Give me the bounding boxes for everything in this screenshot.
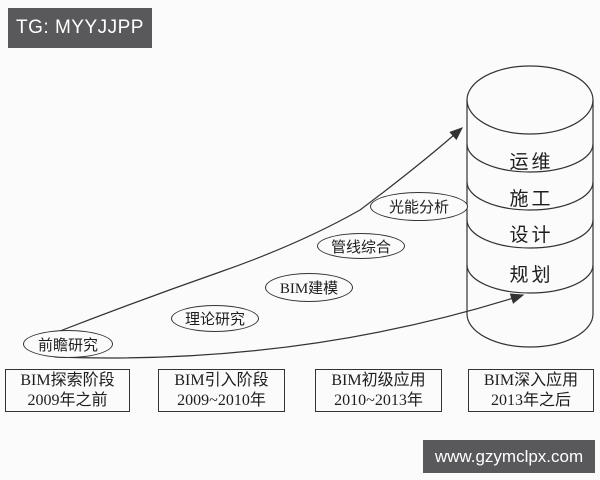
cylinder-layer-design: 设计 — [509, 225, 554, 246]
stage-title: BIM初级应用 — [331, 371, 426, 389]
stage-period: 2010~2013年 — [334, 391, 423, 409]
stage-box-primary-application: BIM初级应用 2010~2013年 — [315, 369, 442, 412]
bubble-forward-research: 前瞻研究 — [23, 330, 113, 358]
cylinder-layer-planning: 规划 — [509, 265, 554, 286]
bubble-pipeline-integration: 管线综合 — [317, 233, 405, 259]
stage-box-introduction: BIM引入阶段 2009~2010年 — [158, 369, 285, 412]
stage-period: 2009~2010年 — [177, 391, 266, 409]
stage-title: BIM引入阶段 — [174, 371, 269, 389]
bubble-theory-research: 理论研究 — [171, 305, 259, 332]
cylinder-layer-construction: 施工 — [509, 189, 554, 210]
bubble-light-analysis: 光能分析 — [370, 192, 468, 221]
database-cylinder-icon — [466, 65, 594, 348]
stage-box-deep-application: BIM深入应用 2013年之后 — [468, 369, 594, 412]
watermark-top-left: TG: MYYJJPP — [8, 8, 152, 48]
stage-period: 2009年之前 — [27, 391, 108, 409]
growth-curve-arrow — [59, 127, 464, 332]
watermark-bottom-right: www.gzymclpx.com — [423, 440, 595, 473]
bubble-bim-modeling: BIM建模 — [265, 273, 353, 302]
baseline-curve-arrow — [54, 293, 525, 359]
stage-title: BIM深入应用 — [483, 371, 579, 389]
stage-title: BIM探索阶段 — [20, 371, 115, 389]
cylinder-layer-operations: 运维 — [509, 152, 554, 173]
stage-period: 2013年之后 — [490, 391, 571, 409]
stage-box-exploration: BIM探索阶段 2009年之前 — [5, 369, 130, 412]
